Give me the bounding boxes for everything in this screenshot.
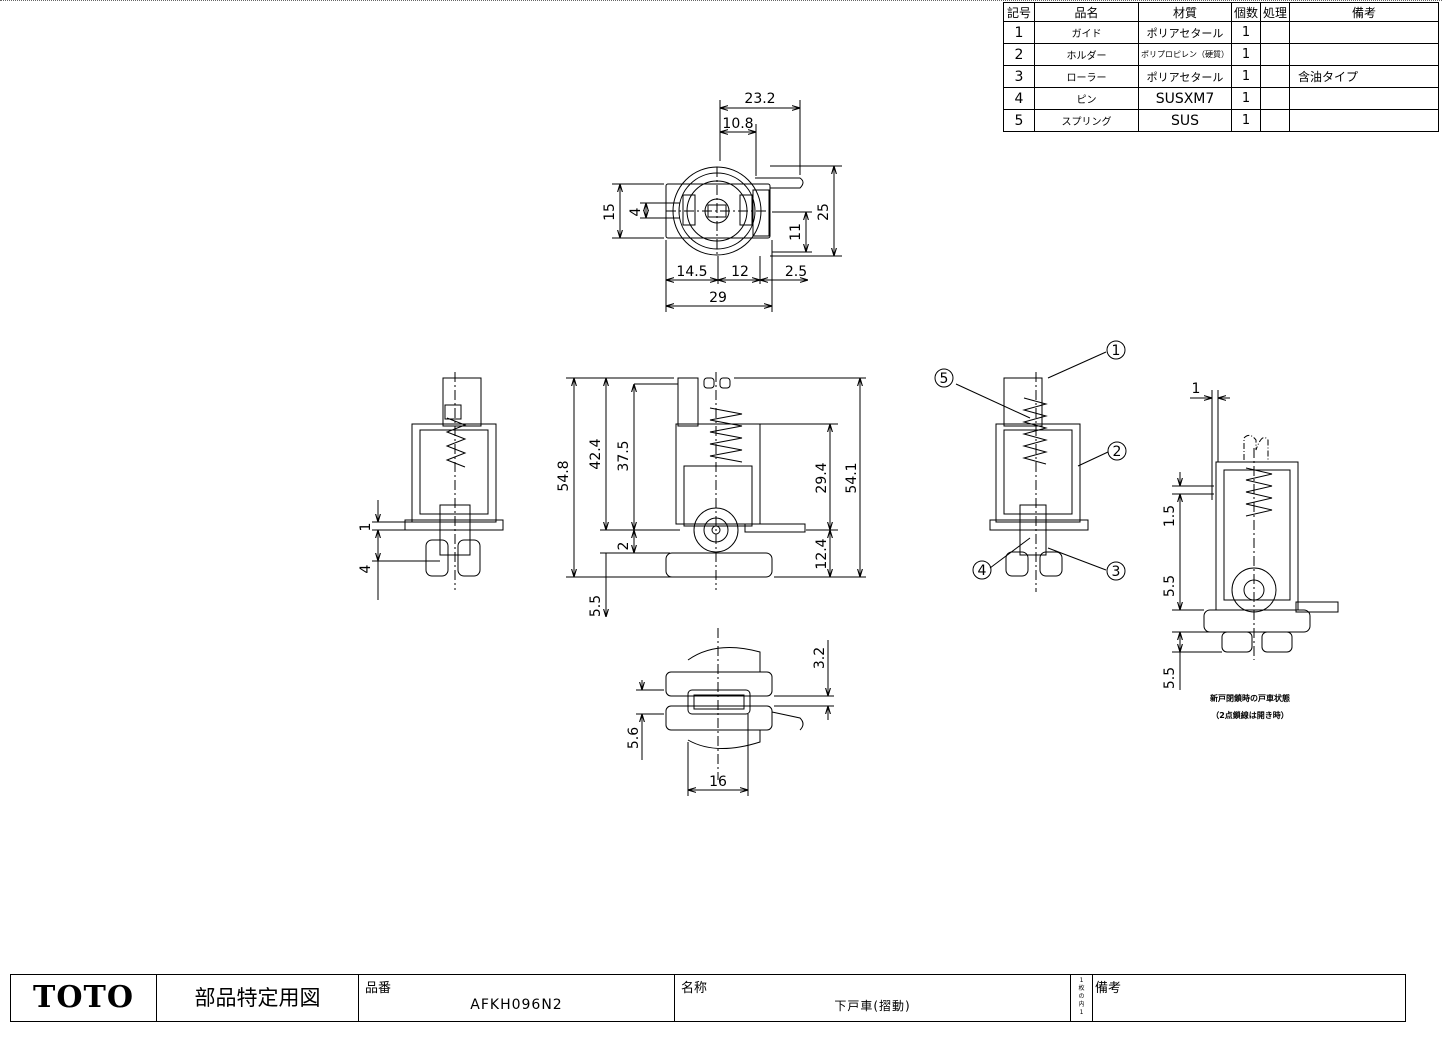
- front-view: [566, 372, 866, 617]
- dim-front-bottom: 5.5: [588, 595, 604, 617]
- balloon-label-3: 3: [1112, 564, 1121, 580]
- dim-front-spring: 37.5: [616, 440, 632, 471]
- part-number: AFKH096N2: [470, 997, 563, 1013]
- dim-top-right-height: 25: [816, 203, 832, 221]
- top-border-line: [0, 0, 1442, 1]
- dim-top-bottom-mid: 12: [731, 264, 749, 280]
- balloon-label-2: 2: [1113, 444, 1122, 460]
- dim-top-left-inner: 4: [628, 207, 644, 216]
- part-number-cell: 品番 AFKH096N2: [359, 975, 675, 1021]
- dim-front-right-upper: 29.4: [814, 462, 830, 493]
- dimension-labels: 23.2 10.8 15 4 25 11 14.5 12 2.5 29 1 4 …: [358, 91, 1200, 790]
- parts-callout-view: [934, 340, 1127, 592]
- cell-material: ポリアセタール: [1138, 21, 1232, 44]
- part-name: 下戸車(摺動): [834, 999, 911, 1013]
- balloon-label-1: 1: [1112, 343, 1121, 359]
- dim-front-gap: 2: [616, 542, 632, 551]
- part-name-cell: 名称 下戸車(摺動): [675, 975, 1071, 1021]
- dim-side-gap-4: 4: [358, 564, 374, 573]
- sheet-char: 枚: [1078, 985, 1085, 992]
- cell-material: SUS: [1138, 109, 1232, 132]
- dim-front-total: 54.8: [556, 460, 572, 491]
- bottom-view: [636, 628, 834, 796]
- dim-bottom-left: 5.6: [626, 727, 642, 749]
- table-row: 5 スプリング SUS 1: [1003, 109, 1440, 132]
- balloon-5: [934, 368, 954, 388]
- dim-top-left-height: 15: [602, 203, 618, 221]
- open-state-note: 新戸閉鎖時の戸車状態 （2点鎖線は開き時）: [1210, 693, 1290, 720]
- technical-drawing: 23.2 10.8 15 4 25 11 14.5 12 2.5 29 1 4 …: [358, 91, 1339, 796]
- dim-top-bottom-total: 29: [709, 290, 727, 306]
- header-treatment: 処理: [1260, 2, 1291, 22]
- open-state-view: [1172, 390, 1339, 690]
- remarks-cell: 備考: [1093, 975, 1405, 1021]
- balloon-label-5: 5: [940, 371, 949, 387]
- dim-side-gap-1: 1: [358, 523, 374, 532]
- balloon-3: [1106, 561, 1126, 581]
- sheet-char: 内: [1078, 1001, 1085, 1008]
- sheet-count: 1 枚 の 内 1: [1071, 975, 1093, 1021]
- balloon-2: [1107, 441, 1127, 461]
- cell-treatment: [1260, 109, 1291, 132]
- dim-bottom-right: 3.2: [812, 647, 828, 669]
- part-name-label: 名称: [681, 981, 708, 996]
- dim-top-bottom-left: 14.5: [676, 264, 707, 280]
- dim-open-mid: 1.5: [1162, 505, 1178, 527]
- dim-top-bottom-right: 2.5: [785, 264, 807, 280]
- balloon-label-4: 4: [978, 563, 987, 579]
- remarks-label: 備考: [1095, 981, 1122, 996]
- dim-front-right-lower: 12.4: [814, 538, 830, 569]
- balloon-labels: 1 2 3 4 5: [940, 343, 1122, 580]
- dim-top-width-overall: 23.2: [744, 91, 775, 107]
- note-line-2: （2点鎖線は開き時）: [1211, 710, 1289, 720]
- header-material: 材質: [1138, 2, 1232, 22]
- balloon-1: [1106, 340, 1126, 360]
- dim-open-low2: 5.5: [1162, 667, 1178, 689]
- cell-material: ポリアセタール: [1138, 65, 1232, 88]
- part-number-label: 品番: [365, 981, 392, 996]
- toto-logo: TOTO: [11, 975, 157, 1021]
- dim-open-top: 1: [1192, 381, 1201, 397]
- sheet-char: 1: [1079, 977, 1084, 984]
- drawing-type: 部品特定用図: [157, 975, 359, 1021]
- dim-top-right-inner: 11: [788, 223, 804, 241]
- dim-open-low1: 5.5: [1162, 575, 1178, 597]
- dim-front-right-total: 54.1: [844, 462, 860, 493]
- dim-bottom-width: 16: [709, 774, 727, 790]
- table-row: 2 ホルダー ポリプロピレン（硬質） 1: [1003, 43, 1440, 66]
- table-row: 3 ローラー ポリアセタール 1 含油タイプ: [1003, 65, 1440, 88]
- balloon-4: [972, 560, 992, 580]
- sheet-char: の: [1078, 993, 1085, 1000]
- top-view: [612, 100, 842, 312]
- dim-front-upper: 42.4: [588, 438, 604, 469]
- note-line-1: 新戸閉鎖時の戸車状態: [1210, 693, 1290, 703]
- parts-table: 記号 品名 材質 個数 処理 備考 1 ガイド ポリアセタール 1 2 ホルダー…: [1003, 2, 1440, 132]
- title-block: TOTO 部品特定用図 品番 AFKH096N2 名称 下戸車(摺動) 1 枚 …: [10, 974, 1406, 1022]
- dim-top-width-inner: 10.8: [722, 116, 753, 132]
- cell-remarks: [1289, 109, 1440, 132]
- side-view: [372, 372, 504, 600]
- sheet-char: 1: [1079, 1009, 1084, 1016]
